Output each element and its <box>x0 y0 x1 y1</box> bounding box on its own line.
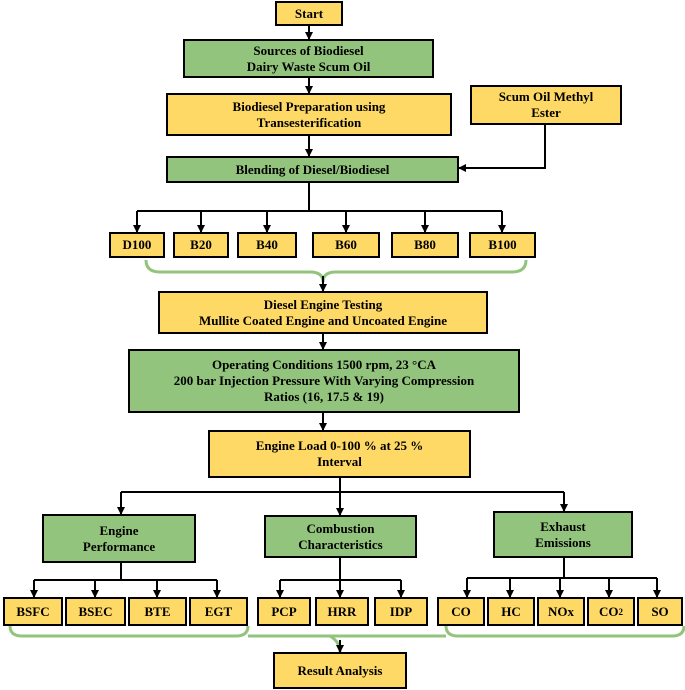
param-co: CO <box>437 597 485 626</box>
blend-b60: B60 <box>312 232 380 258</box>
start-node: Start <box>275 1 343 26</box>
sources-node: Sources of Biodiesel Dairy Waste Scum Oi… <box>183 39 434 78</box>
blending-node: Blending of Diesel/Biodiesel <box>166 156 459 183</box>
param-bsec: BSEC <box>65 597 126 626</box>
blend-b100: B100 <box>469 232 536 258</box>
testing-node: Diesel Engine Testing Mullite Coated Eng… <box>158 291 488 334</box>
param-hrr: HRR <box>315 597 369 626</box>
exhaust-emissions-node: Exhaust Emissions <box>493 511 633 558</box>
blend-d100: D100 <box>109 232 165 258</box>
blend-b40: B40 <box>237 232 297 258</box>
param-co2-label: CO <box>599 603 619 619</box>
engine-performance-node: Engine Performance <box>42 514 196 563</box>
preparation-node: Biodiesel Preparation using Transesterif… <box>166 93 452 136</box>
blend-b20: B20 <box>173 232 229 258</box>
param-so: SO <box>637 597 683 626</box>
param-egt: EGT <box>189 597 248 626</box>
param-hc: HC <box>487 597 535 626</box>
combustion-characteristics-node: Combustion Characteristics <box>264 515 417 558</box>
operating-conditions-node: Operating Conditions 1500 rpm, 23 °CA 20… <box>128 349 520 413</box>
methyl-ester-node: Scum Oil Methyl Ester <box>470 85 622 125</box>
param-pcp: PCP <box>257 597 311 626</box>
param-idp: IDP <box>374 597 428 626</box>
blend-b80: B80 <box>391 232 459 258</box>
result-analysis-node: Result Analysis <box>273 652 407 689</box>
param-bte: BTE <box>128 597 187 626</box>
param-nox: NOx <box>537 597 585 626</box>
engine-load-node: Engine Load 0-100 % at 25 % Interval <box>208 430 471 478</box>
param-bsfc: BSFC <box>3 597 63 626</box>
